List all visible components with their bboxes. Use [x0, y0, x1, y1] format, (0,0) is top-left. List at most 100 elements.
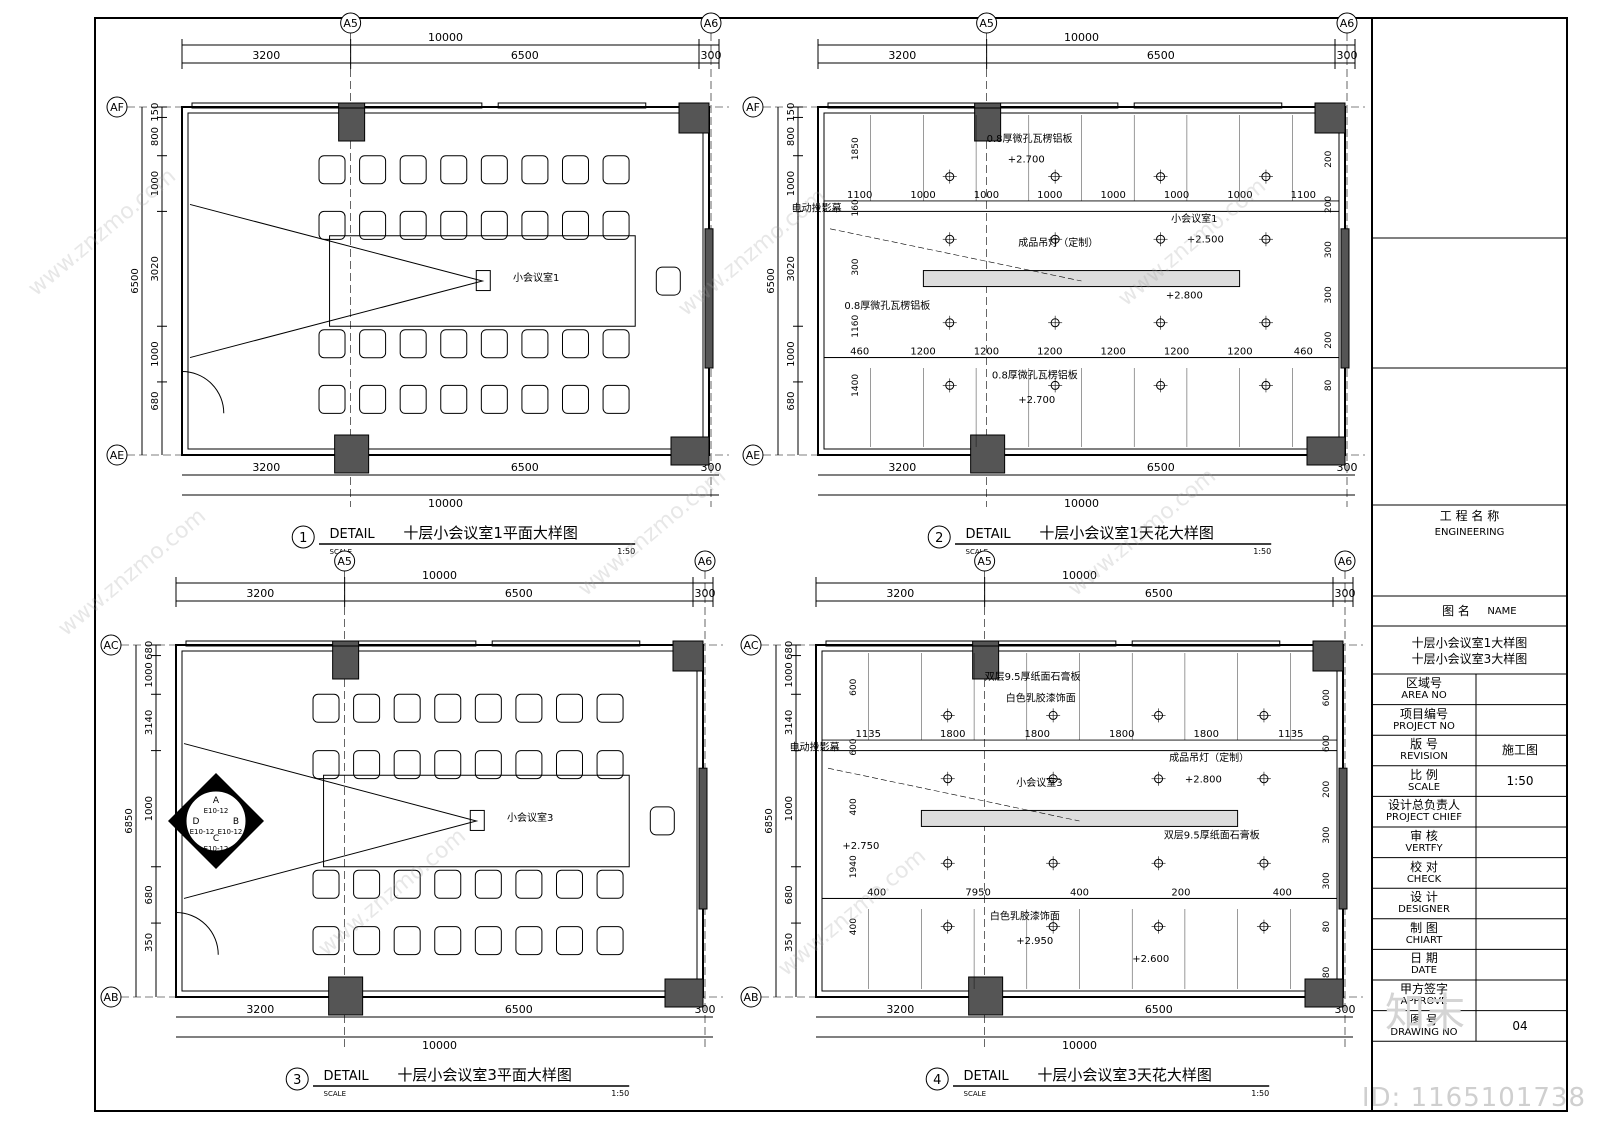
watermark-id: ID: 1165101738: [1361, 1083, 1586, 1113]
dimension-text: 300: [851, 258, 861, 275]
dimension-text: 400: [867, 887, 886, 898]
grid-label: A6: [704, 17, 719, 30]
engineering-label: 工 程 名 称: [1439, 509, 1500, 523]
dimension-text: 6500: [1147, 49, 1175, 62]
dimension-text: 1100: [1291, 190, 1316, 201]
chair: [480, 155, 508, 185]
wall-panel: [1340, 228, 1350, 369]
dimension-text: 300: [1337, 49, 1358, 62]
column: [328, 976, 364, 1016]
elevation-marker-label: A: [213, 796, 220, 806]
chair: [474, 869, 502, 899]
title-row-value: 04: [1512, 1018, 1528, 1033]
title-row-label: 校 对: [1410, 859, 1438, 874]
window: [827, 102, 1119, 109]
dimension-text: 1940: [849, 855, 859, 878]
ceiling-note: 电动投影幕: [790, 741, 840, 754]
drawing-number-circle: [925, 1067, 949, 1091]
dimension-text: 200: [1324, 331, 1334, 348]
chair: [359, 210, 387, 240]
chair: [434, 693, 462, 723]
dimension-text: 6500: [1147, 461, 1175, 474]
chair: [521, 329, 549, 359]
ceiling-note: +2.800: [1185, 774, 1222, 785]
dimension-text: 1000: [144, 796, 155, 821]
chair: [561, 329, 589, 359]
projection-cone: [189, 203, 485, 359]
dimension-text: 10000: [1064, 31, 1099, 44]
column: [1312, 640, 1344, 672]
title-block-lines: [1372, 237, 1567, 1042]
chair: [555, 926, 583, 956]
ceiling-note: 双层9.5厚纸面石膏板: [1164, 829, 1260, 842]
chair: [393, 693, 421, 723]
ceiling-note: 0.8厚微孔瓦楞铝板: [844, 299, 930, 312]
dimension-text: 460: [850, 347, 869, 358]
dimension-text: 10000: [1064, 497, 1099, 510]
ceiling-note: 小会议室1: [1171, 212, 1217, 225]
dimension-text: 1135: [1278, 729, 1303, 740]
dimension-text: 680: [144, 885, 155, 904]
dimension-text: 3140: [144, 710, 155, 735]
dimension-text: 6500: [505, 587, 533, 600]
ceiling-note: 成品吊灯（定制）: [1169, 751, 1249, 764]
dimension-text: 680: [786, 392, 797, 411]
title-row-label: 设计总负责人: [1387, 798, 1460, 813]
dimension-text: 6500: [1145, 1003, 1173, 1016]
pendant-light: [920, 809, 1239, 827]
chair: [353, 750, 381, 780]
chair: [555, 750, 583, 780]
chair: [602, 155, 630, 185]
window: [191, 102, 483, 109]
chair: [515, 869, 543, 899]
chair: [399, 210, 427, 240]
room-wall-inner: [187, 112, 704, 450]
ceiling-note: +2.600: [1132, 954, 1169, 965]
title-row-label-en: DRAWING NO: [1390, 1026, 1458, 1038]
sheet-border: [94, 17, 1568, 1112]
projector: [475, 270, 491, 292]
chair: [434, 750, 462, 780]
room-label: 小会议室1: [513, 271, 559, 284]
chair: [359, 329, 387, 359]
title-row-label-en: SCALE: [1407, 781, 1441, 793]
dimension-text: 1000: [784, 662, 795, 687]
chair: [555, 869, 583, 899]
dimension-text: 10000: [428, 31, 463, 44]
chair: [434, 869, 462, 899]
chair: [602, 384, 630, 414]
dimension-text: 3200: [246, 587, 274, 600]
ceiling-note: +2.500: [1187, 235, 1224, 246]
chair: [480, 210, 508, 240]
chair: [440, 155, 468, 185]
dimension-text: 1000: [786, 341, 797, 366]
window: [1131, 640, 1281, 647]
dimension-text: 1200: [1037, 347, 1062, 358]
chair: [353, 869, 381, 899]
chair: [312, 926, 340, 956]
chair: [596, 750, 624, 780]
grid-label: AB: [103, 991, 118, 1004]
drawing-number: 1: [299, 531, 307, 546]
drawing-detail: DETAIL: [964, 1069, 1010, 1084]
dimension-text: 6500: [505, 1003, 533, 1016]
dimension-text: 1400: [851, 374, 861, 397]
dimension-text: 1000: [1100, 190, 1125, 201]
chair: [312, 869, 340, 899]
title-row-value: 1:50: [1506, 773, 1534, 788]
chair: [318, 210, 346, 240]
dimension-text: 6850: [764, 808, 775, 833]
chair: [515, 693, 543, 723]
conference-table: [329, 235, 636, 327]
chair: [312, 693, 340, 723]
ceiling-note: 0.8厚微孔瓦楞铝板: [987, 132, 1073, 145]
chair: [440, 384, 468, 414]
title-row-label-en: CHIART: [1405, 934, 1443, 946]
drawing-title: 十层小会议室3天花大样图: [1037, 1066, 1212, 1084]
dimension-text: 300: [1324, 286, 1334, 303]
dimension-text: 1000: [144, 662, 155, 687]
dimension-text: 400: [849, 918, 859, 935]
dimension-text: 1000: [910, 190, 935, 201]
dimension-text: 350: [144, 933, 155, 952]
